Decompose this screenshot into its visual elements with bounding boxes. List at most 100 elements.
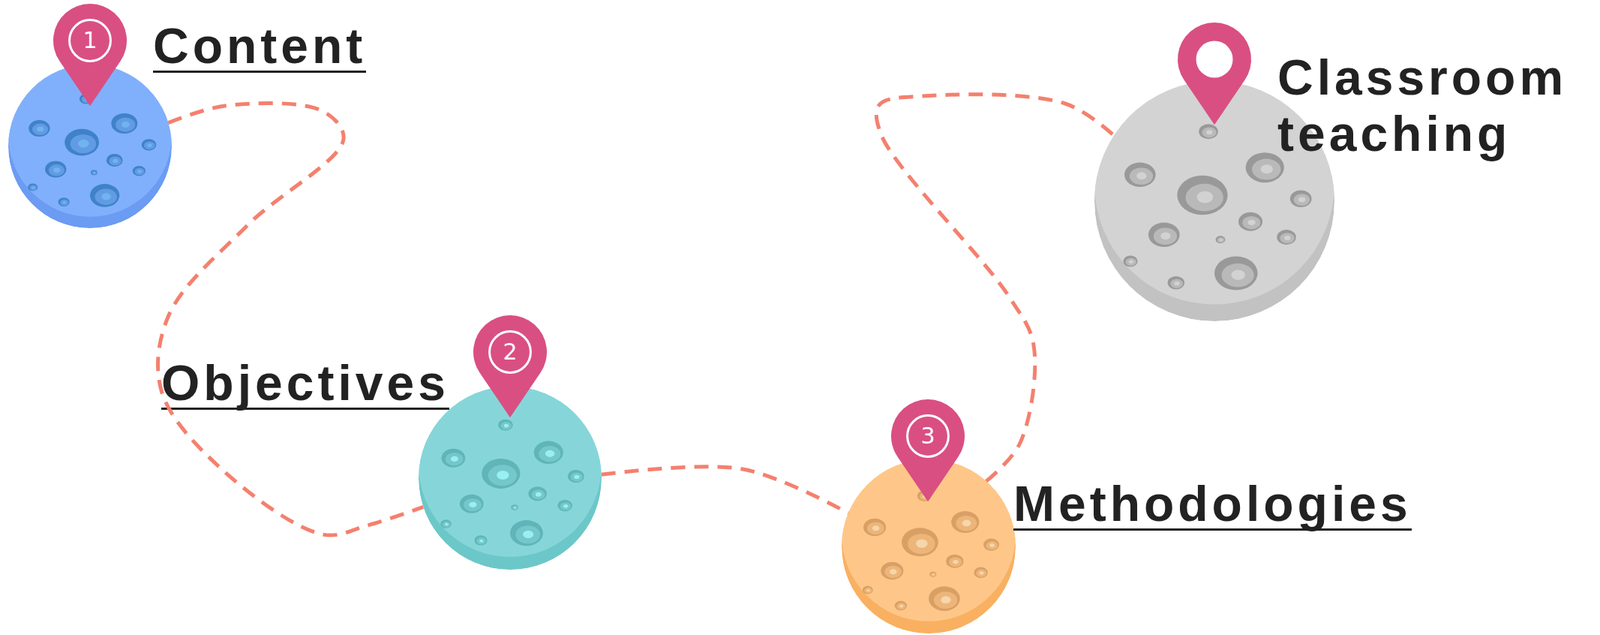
crater bbox=[1167, 276, 1185, 289]
crater-floor bbox=[570, 472, 583, 482]
planet-illustration bbox=[418, 386, 602, 570]
crater bbox=[64, 129, 100, 157]
crater bbox=[1215, 235, 1226, 244]
crater bbox=[90, 169, 98, 175]
crater-floor bbox=[1279, 232, 1294, 244]
dashed-route bbox=[158, 103, 424, 536]
crater-floor bbox=[919, 492, 931, 501]
crater bbox=[474, 534, 487, 545]
crater-highlight bbox=[545, 450, 555, 457]
crater-highlight bbox=[479, 539, 484, 543]
crater-highlight bbox=[1197, 191, 1214, 204]
crater-highlight bbox=[101, 192, 112, 200]
crater bbox=[534, 441, 564, 464]
crater-floor bbox=[445, 452, 464, 466]
crater-highlight bbox=[1219, 238, 1223, 241]
crater bbox=[945, 554, 964, 568]
planet-illustration bbox=[841, 459, 1016, 634]
crater-highlight bbox=[496, 470, 509, 480]
crater-highlight bbox=[147, 143, 152, 148]
crater-highlight bbox=[137, 169, 142, 173]
crater-floor bbox=[531, 489, 545, 499]
crater bbox=[917, 489, 932, 501]
crater bbox=[567, 469, 585, 483]
crater bbox=[894, 600, 907, 611]
crater bbox=[459, 494, 484, 514]
crater bbox=[1276, 229, 1297, 245]
crater bbox=[1198, 123, 1219, 139]
crater bbox=[1122, 255, 1138, 268]
crater-floor bbox=[115, 117, 136, 133]
crater bbox=[1290, 190, 1312, 208]
crater bbox=[983, 538, 1000, 551]
crater-highlight bbox=[78, 139, 90, 148]
planet-surface bbox=[841, 447, 1016, 622]
crater-floor bbox=[1185, 183, 1223, 212]
crater bbox=[510, 504, 519, 511]
crater-floor bbox=[1129, 167, 1153, 185]
crater-highlight bbox=[36, 126, 44, 133]
planet-heading: Classroom teaching bbox=[1277, 49, 1593, 163]
crater-highlight bbox=[1173, 281, 1180, 286]
crater-floor bbox=[896, 602, 906, 610]
crater-floor bbox=[884, 565, 902, 578]
crater bbox=[928, 585, 961, 611]
planet-heading: Methodologies bbox=[1013, 478, 1412, 531]
planet-node: Methodologies bbox=[841, 459, 1016, 634]
crater bbox=[481, 458, 520, 489]
crater bbox=[141, 138, 157, 151]
crater-highlight bbox=[989, 543, 995, 547]
crater-highlight bbox=[121, 121, 130, 128]
crater bbox=[111, 113, 138, 134]
pin-body bbox=[473, 315, 547, 418]
crater-highlight bbox=[979, 570, 985, 574]
crater bbox=[106, 153, 124, 167]
crater bbox=[929, 571, 937, 577]
crater-floor bbox=[144, 141, 156, 150]
crater-floor bbox=[986, 540, 999, 550]
crater-floor bbox=[94, 189, 117, 205]
crater-highlight bbox=[1128, 260, 1134, 264]
crater-floor bbox=[560, 501, 572, 511]
crater-highlight bbox=[535, 492, 542, 497]
crater-highlight bbox=[112, 159, 118, 163]
crater-floor bbox=[1201, 126, 1216, 138]
crater-highlight bbox=[1206, 129, 1213, 135]
crater-floor bbox=[29, 185, 37, 191]
crater-floor bbox=[538, 445, 561, 462]
crater-highlight bbox=[1247, 219, 1255, 226]
crater bbox=[57, 197, 70, 207]
dashed-route bbox=[876, 94, 1114, 481]
crater bbox=[1238, 212, 1263, 232]
pin-body bbox=[1177, 22, 1252, 125]
crater-floor bbox=[933, 591, 958, 609]
crater bbox=[1124, 162, 1156, 187]
crater bbox=[441, 448, 466, 468]
crater-floor bbox=[1221, 263, 1255, 287]
crater-highlight bbox=[450, 456, 459, 462]
crater-highlight bbox=[1160, 232, 1171, 241]
crater-highlight bbox=[940, 595, 951, 604]
crater-highlight bbox=[932, 573, 935, 575]
crater-highlight bbox=[513, 506, 517, 508]
crater-floor bbox=[442, 521, 451, 528]
crater-floor bbox=[500, 421, 512, 430]
location-pin bbox=[891, 399, 965, 502]
crater-floor bbox=[32, 123, 49, 136]
crater-highlight bbox=[468, 501, 477, 508]
crater-highlight bbox=[915, 538, 928, 547]
crater-floor bbox=[488, 464, 517, 486]
planet-illustration bbox=[8, 64, 172, 229]
crater-highlight bbox=[1136, 172, 1147, 181]
crater bbox=[440, 519, 452, 528]
crater-floor bbox=[930, 572, 937, 577]
pin-ring bbox=[1196, 41, 1234, 79]
crater bbox=[528, 486, 547, 501]
crater-highlight bbox=[1230, 270, 1245, 280]
crater-highlight bbox=[1284, 235, 1291, 241]
crater-highlight bbox=[952, 559, 958, 564]
crater bbox=[951, 510, 979, 533]
crater bbox=[1148, 222, 1180, 247]
